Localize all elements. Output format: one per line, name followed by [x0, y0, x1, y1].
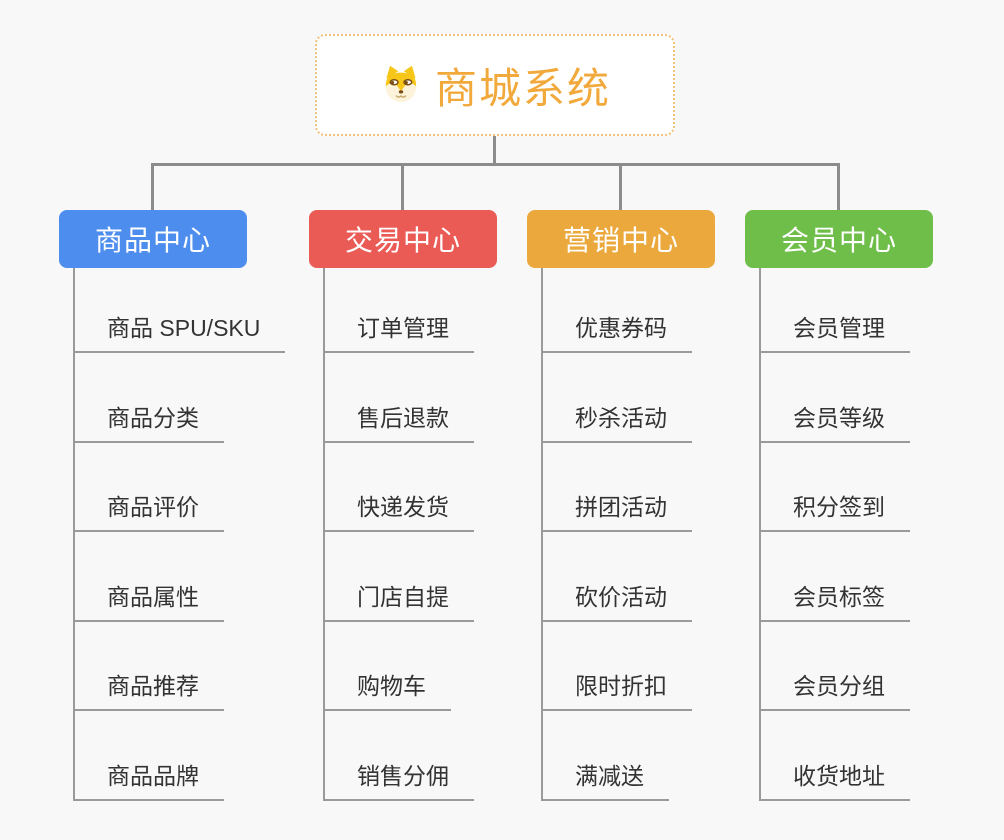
branch-column-marketing: 优惠券码 秒杀活动 拼团活动 砍价活动 限时折扣 满减送: [541, 268, 692, 801]
leaf-node[interactable]: 商品评价: [75, 443, 224, 532]
leaf-node[interactable]: 商品品牌: [75, 711, 224, 801]
root-connector-stub: [493, 136, 496, 163]
branch-column-trade: 订单管理 售后退款 快递发货 门店自提 购物车 销售分佣: [323, 268, 474, 801]
leaf-node[interactable]: 限时折扣: [543, 622, 692, 711]
leaf-node[interactable]: 收货地址: [761, 711, 910, 801]
leaf-node[interactable]: 销售分佣: [325, 711, 474, 801]
tree-connector-bus: [151, 163, 840, 166]
branch-column-product: 商品 SPU/SKU 商品分类 商品评价 商品属性 商品推荐 商品品牌: [73, 268, 286, 801]
leaf-node[interactable]: 会员等级: [761, 353, 910, 443]
root-node[interactable]: 商城系统: [315, 34, 675, 136]
branch-column-member: 会员管理 会员等级 积分签到 会员标签 会员分组 收货地址: [759, 268, 910, 801]
leaf-node[interactable]: 商品属性: [75, 532, 224, 622]
leaf-node[interactable]: 订单管理: [325, 268, 474, 353]
tree-connector-drop: [151, 163, 154, 210]
root-title: 商城系统: [434, 64, 611, 112]
leaf-node[interactable]: 积分签到: [761, 443, 910, 532]
leaf-node[interactable]: 商品 SPU/SKU: [75, 268, 286, 353]
leaf-node[interactable]: 门店自提: [325, 532, 474, 622]
dog-face-icon: [379, 63, 423, 107]
leaf-node[interactable]: 满减送: [543, 711, 669, 801]
leaf-node[interactable]: 购物车: [325, 622, 451, 711]
leaf-node[interactable]: 砍价活动: [543, 532, 692, 622]
leaf-node[interactable]: 售后退款: [325, 353, 474, 443]
branch-node-trade[interactable]: 交易中心: [309, 210, 497, 268]
branch-node-marketing[interactable]: 营销中心: [527, 210, 715, 268]
leaf-node[interactable]: 商品分类: [75, 353, 224, 443]
branch-node-member[interactable]: 会员中心: [745, 210, 933, 268]
leaf-node[interactable]: 会员管理: [761, 268, 910, 353]
leaf-node[interactable]: 优惠券码: [543, 268, 692, 353]
leaf-node[interactable]: 秒杀活动: [543, 353, 692, 443]
leaf-node[interactable]: 拼团活动: [543, 443, 692, 532]
tree-connector-drop: [401, 163, 404, 210]
leaf-node[interactable]: 会员标签: [761, 532, 910, 622]
branch-node-product[interactable]: 商品中心: [59, 210, 247, 268]
leaf-node[interactable]: 商品推荐: [75, 622, 224, 711]
tree-connector-drop: [837, 163, 840, 210]
leaf-node[interactable]: 快递发货: [325, 443, 474, 532]
tree-connector-drop: [619, 163, 622, 210]
leaf-node[interactable]: 会员分组: [761, 622, 910, 711]
